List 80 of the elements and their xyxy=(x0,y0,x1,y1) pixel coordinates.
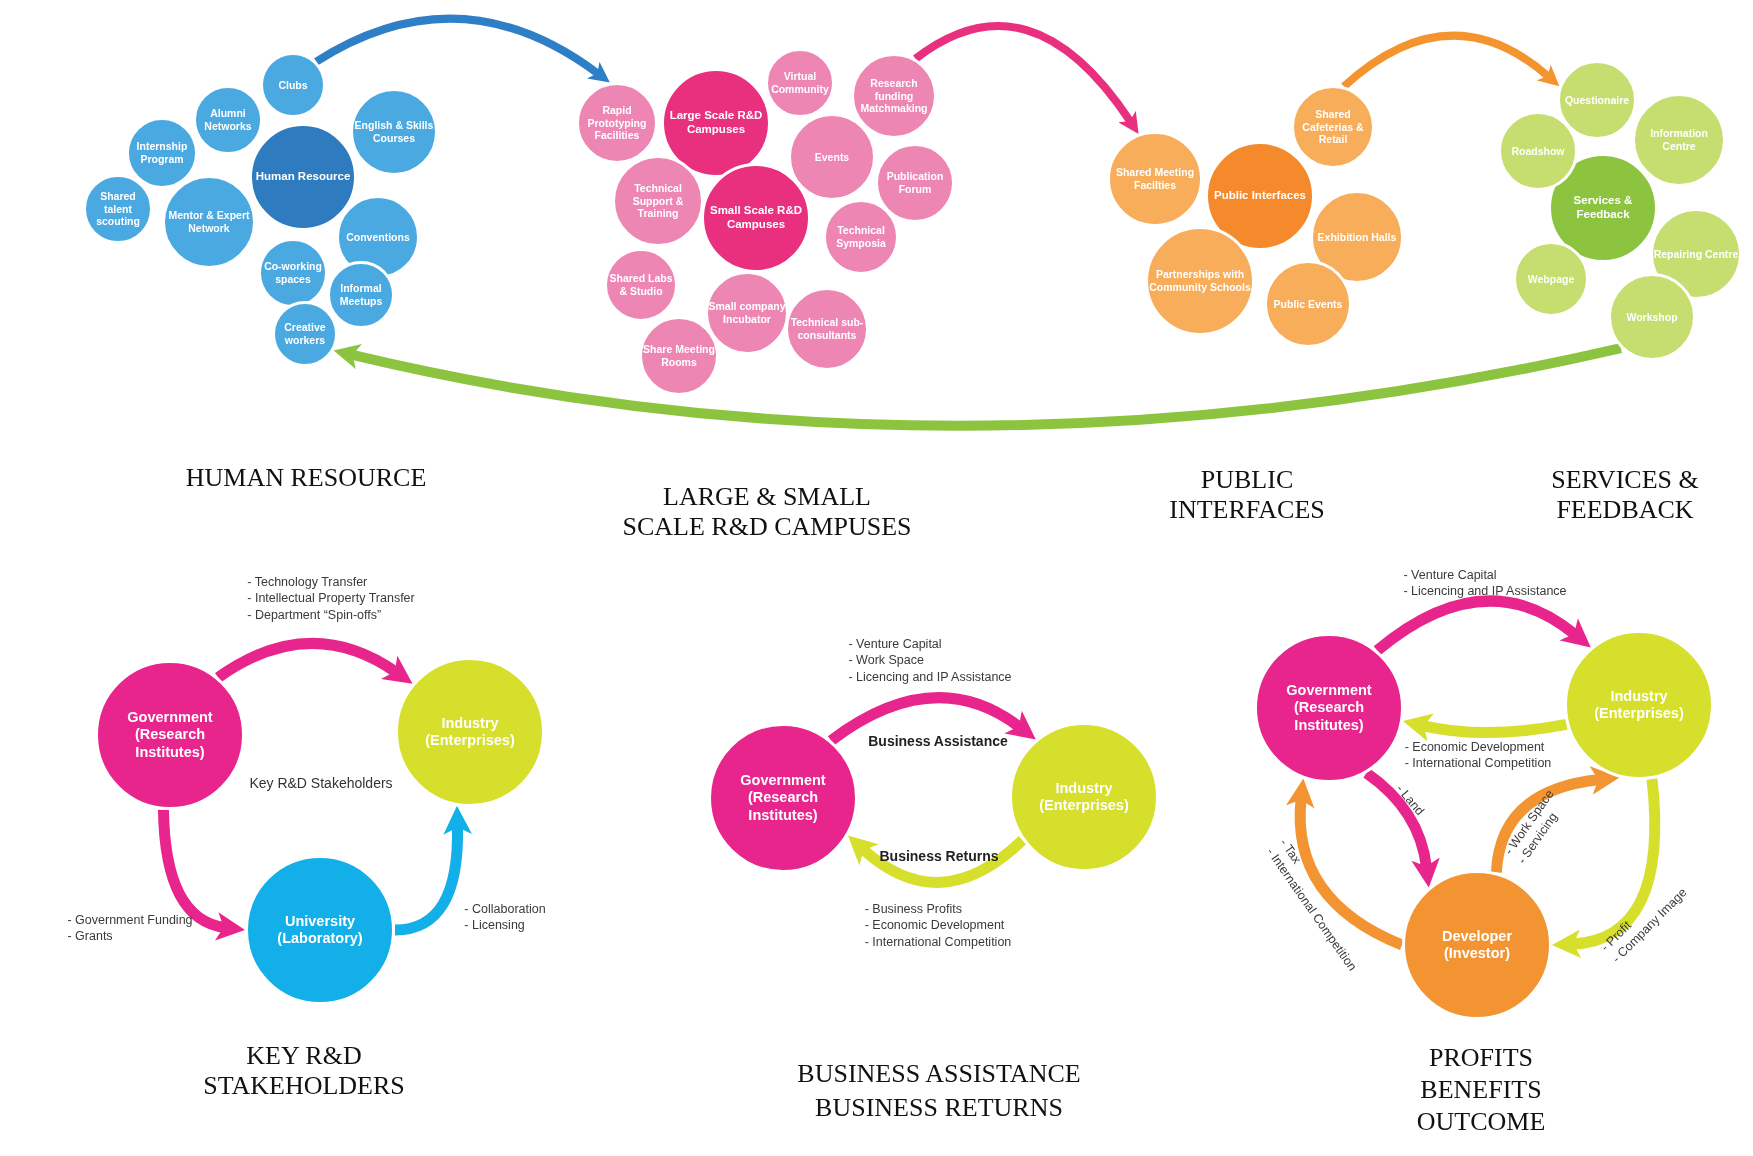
circle-label: Technical Symposia xyxy=(835,224,887,250)
circle-label: Publication Forum xyxy=(885,170,945,196)
arrow xyxy=(314,14,611,83)
circle-label: Shared talent scouting xyxy=(95,190,141,228)
circle-label: Government (Research Institutes) xyxy=(126,708,214,762)
bullet-note: - Business Profits - Economic Development - International Competition xyxy=(864,900,1012,950)
circle-label: Small company Incubator xyxy=(708,300,786,326)
circle-label: Conventions xyxy=(346,230,410,244)
circle-label: Large Scale R&D Campuses xyxy=(668,109,764,137)
section-caption: PUBLIC INTERFACES xyxy=(1168,465,1326,525)
edge-label: - Economic Development - International Competition xyxy=(1404,738,1552,772)
circle-label: Creative workers xyxy=(283,321,327,347)
circle-label: Internship Program xyxy=(135,140,189,166)
circle-label: Public Events xyxy=(1273,297,1343,311)
edge-label: - Technology Transfer - Intellectual Property Transfer - Department “Spin-offs” xyxy=(247,573,415,623)
arrow xyxy=(847,835,1027,888)
circle-label: English & Skills Courses xyxy=(353,119,435,145)
circle-label: Human Resource xyxy=(255,170,351,184)
diagram-note: Key R&D Stakeholders xyxy=(249,775,393,791)
circle-label: Technical sub-consultants xyxy=(789,316,865,342)
circle-label: Technical Support & Training xyxy=(631,182,685,220)
edge-label: - Collaboration - Licensing xyxy=(464,900,546,934)
section-caption: KEY R&D STAKEHOLDERS xyxy=(202,1041,406,1101)
circle-label: Public Interfaces xyxy=(1213,189,1306,203)
circle-label: Partnerships with Community Schools xyxy=(1149,268,1251,294)
circle-label: University (Laboratory) xyxy=(276,912,364,948)
arrow xyxy=(215,638,414,684)
circle-label: Alumni Networks xyxy=(203,107,253,133)
circle-label: Industry (Enterprises) xyxy=(1593,687,1685,723)
circle-label: Services & Feedback xyxy=(1572,194,1634,222)
section-caption: OUTCOME xyxy=(1415,1107,1547,1137)
circle-label: Government (Research Institutes) xyxy=(1285,681,1373,735)
section-caption: BUSINESS ASSISTANCE xyxy=(796,1059,1082,1089)
circle-label: Developer (Investor) xyxy=(1440,927,1514,963)
circle-label: Share Meeting Rooms xyxy=(642,343,716,369)
topic-circle xyxy=(788,113,876,201)
arrow xyxy=(1373,595,1592,655)
circle-label: Co-working spaces xyxy=(263,260,323,286)
section-caption: PROFITS xyxy=(1427,1043,1534,1073)
edge-label: Business Assistance xyxy=(868,731,1008,751)
circle-label: Shared Labs & Studio xyxy=(608,272,674,298)
circle-label: Government (Research Institutes) xyxy=(739,771,827,825)
arrow xyxy=(1402,713,1568,742)
circle-label: Repairing Centre xyxy=(1653,247,1739,261)
arrow xyxy=(157,809,245,940)
circle-label: Shared Meeting Facilties xyxy=(1114,166,1196,192)
edge-label: - Venture Capital - Licencing and IP Assistance xyxy=(1403,566,1567,600)
circle-label: Webpage xyxy=(1527,272,1575,286)
circle-label: Workshop xyxy=(1626,310,1678,324)
circle-label: Industry (Enterprises) xyxy=(424,714,516,750)
section-caption: BENEFITS xyxy=(1419,1075,1543,1105)
arrow xyxy=(1363,768,1440,888)
circle-label: Rapid Prototyping Facilities xyxy=(586,104,648,142)
section-caption: LARGE & SMALL SCALE R&D CAMPUSES xyxy=(622,482,912,542)
circle-label: Mentor & Expert Network xyxy=(167,209,251,235)
circle-label: Small Scale R&D Campuses xyxy=(708,204,803,232)
bullet-note: - Venture Capital - Work Space - Licencing and IP Assistance xyxy=(848,635,1012,685)
arrow xyxy=(1341,31,1560,90)
circle-label: Virtual Community xyxy=(770,70,830,96)
circle-label: Informal Meetups xyxy=(338,282,384,308)
circle-label: Events xyxy=(814,150,850,164)
circle-label: Exhibition Halls xyxy=(1317,230,1397,244)
edge-label: - Government Funding - Grants xyxy=(67,911,193,945)
circle-label: Industry (Enterprises) xyxy=(1038,779,1130,815)
circle-label: Research funding Matchmaking xyxy=(859,77,929,115)
arrow xyxy=(913,22,1139,134)
arrow xyxy=(333,343,1622,431)
arrow xyxy=(1286,778,1405,951)
arrow xyxy=(828,692,1037,746)
section-caption: HUMAN RESOURCE xyxy=(184,463,428,493)
circle-label: Roadshow xyxy=(1511,144,1565,158)
circle-label: Questionaire xyxy=(1564,93,1630,107)
circle-label: Information Centre xyxy=(1649,127,1709,153)
circle-label: Shared Cafeterias & Retail xyxy=(1301,108,1365,146)
circle-label: Clubs xyxy=(278,78,308,92)
arrow xyxy=(1490,766,1620,874)
edge-label: Business Returns xyxy=(879,846,999,866)
arrow xyxy=(1552,778,1661,958)
section-caption: BUSINESS RETURNS xyxy=(814,1093,1064,1123)
section-caption: SERVICES & FEEDBACK xyxy=(1550,465,1700,525)
